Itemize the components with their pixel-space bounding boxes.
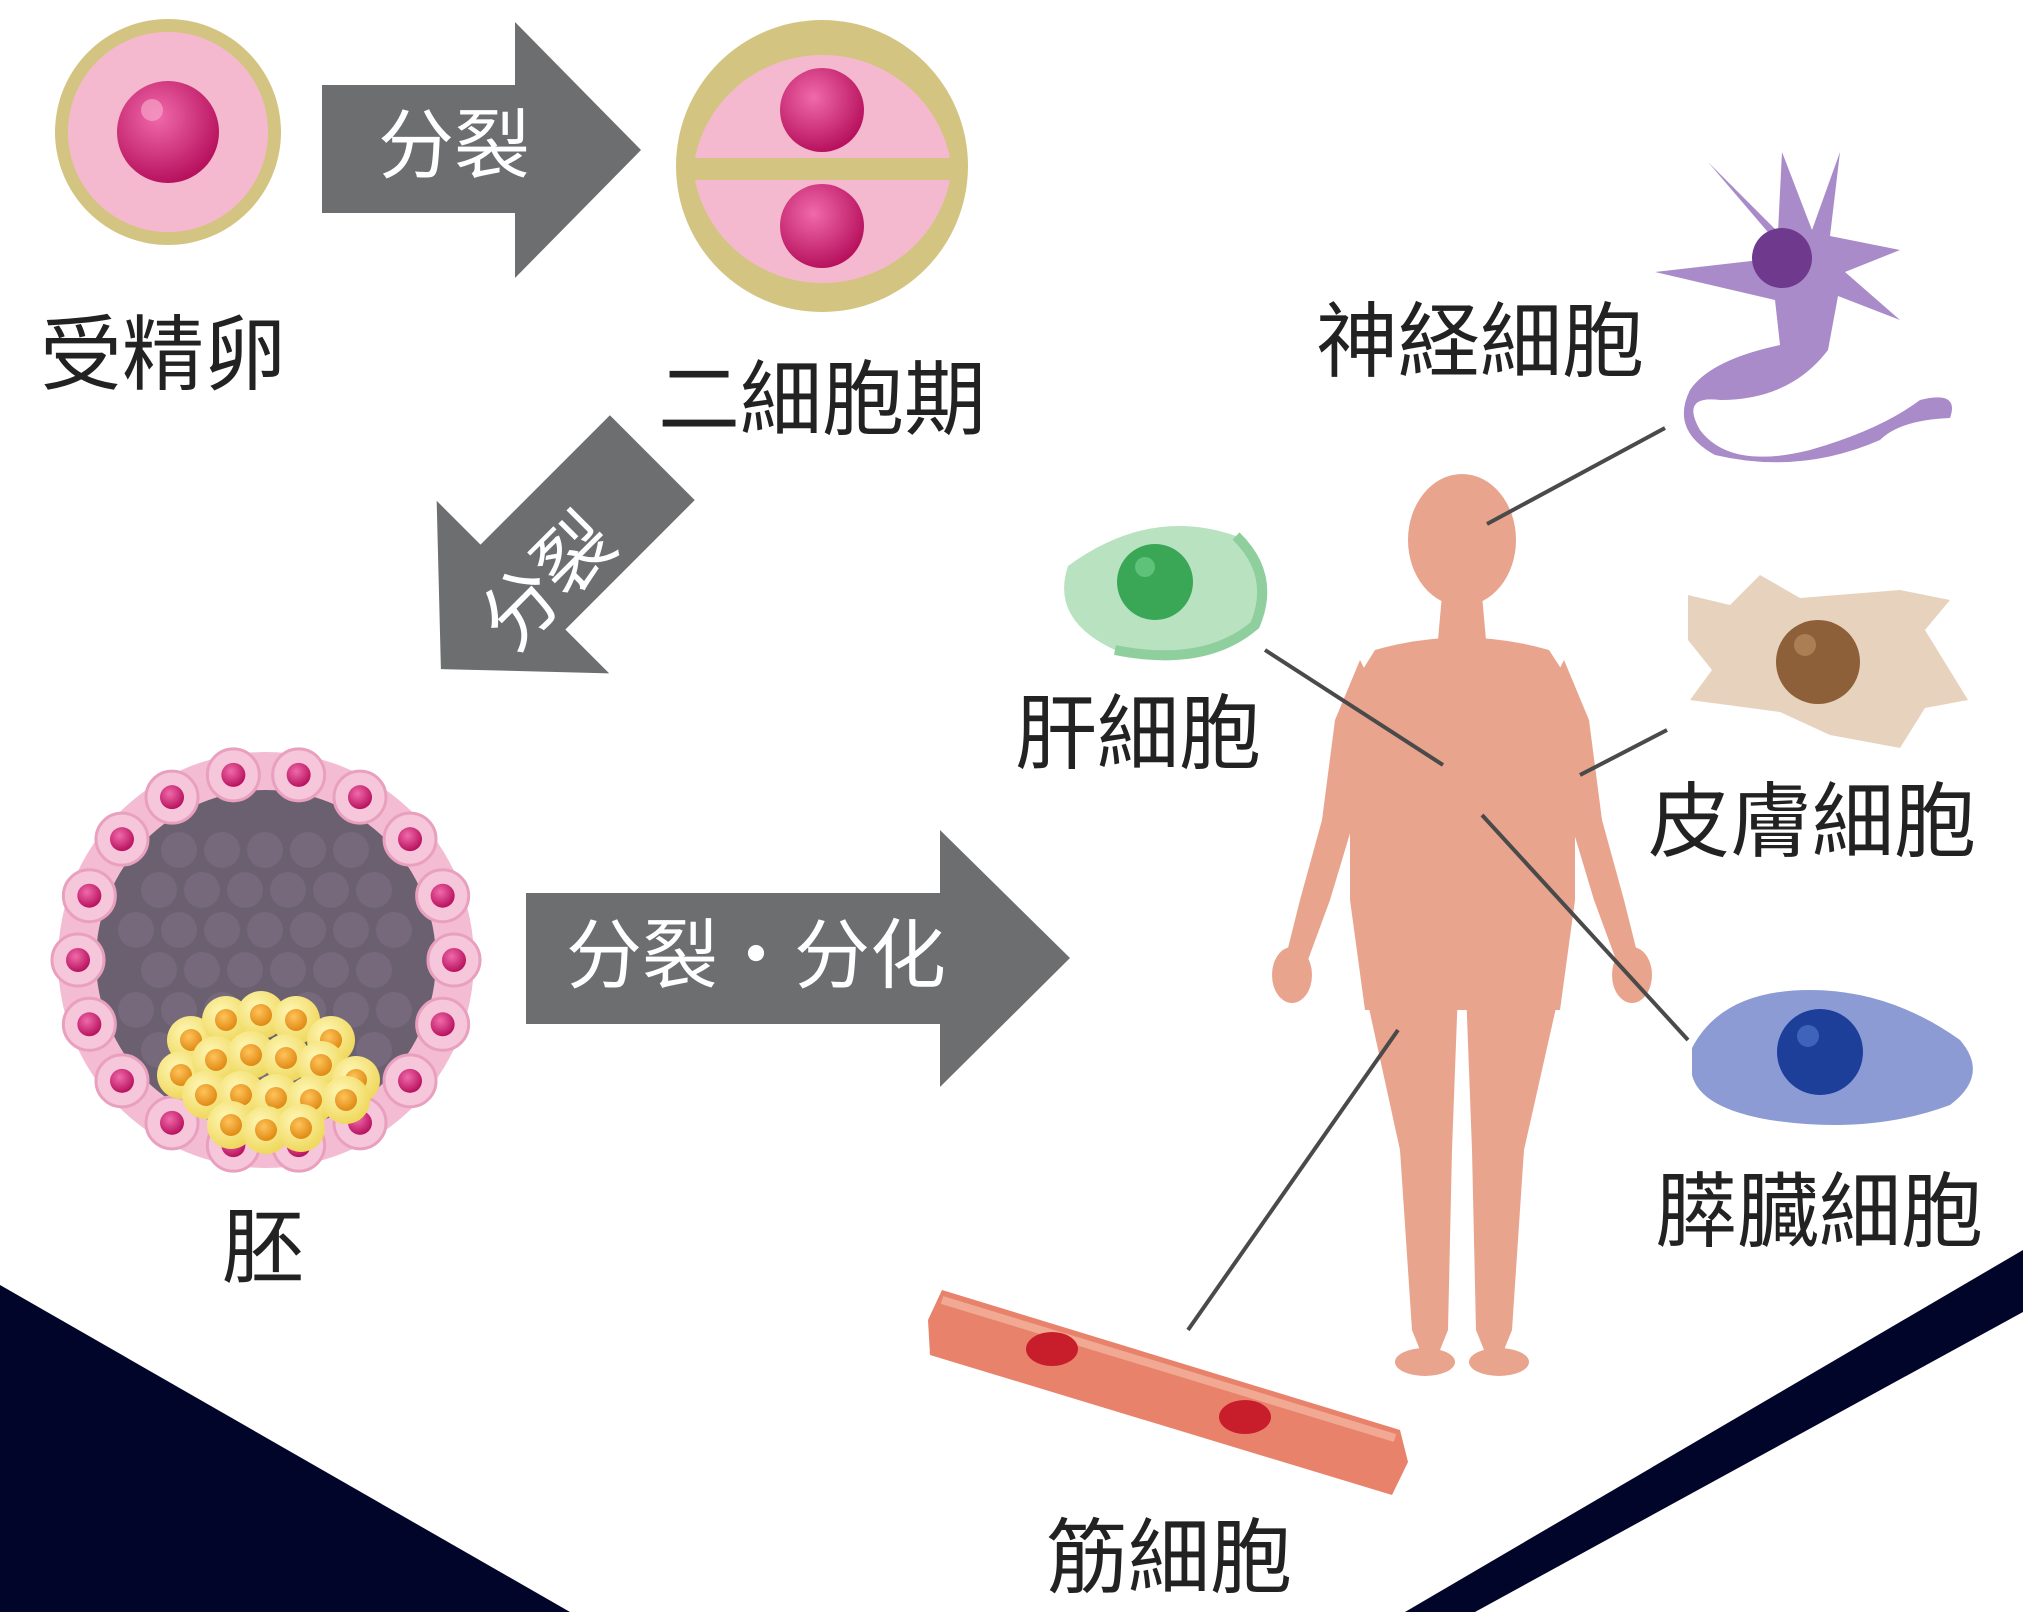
- blastocoel-texture: [161, 912, 197, 948]
- trophoblast-nucleus: [77, 884, 101, 908]
- muscle-cell-label: 筋細胞: [1046, 1518, 1292, 1600]
- blastocoel-texture: [376, 992, 412, 1028]
- blastocoel-texture: [376, 912, 412, 948]
- nerve-cell: [1655, 152, 1952, 462]
- inner-cell-mass-nucleus: [335, 1089, 357, 1111]
- trophoblast-nucleus: [431, 884, 455, 908]
- blastocoel-texture: [204, 912, 240, 948]
- inner-cell-mass-nucleus: [265, 1087, 287, 1109]
- blastocoel-texture: [247, 832, 283, 868]
- trophoblast-nucleus: [77, 1012, 101, 1036]
- inner-cell-mass-nucleus: [310, 1054, 332, 1076]
- inner-cell-mass-nucleus: [285, 1009, 307, 1031]
- blastocoel-texture: [141, 872, 177, 908]
- trophoblast-nucleus: [398, 827, 422, 851]
- nerve-cell-label: 神経細胞: [1316, 302, 1644, 384]
- blastocoel-texture: [184, 872, 220, 908]
- inner-cell-mass-nucleus: [205, 1049, 227, 1071]
- blastocoel-texture: [333, 832, 369, 868]
- human-body-silhouette: [1272, 474, 1652, 1376]
- division-label-1: 分裂: [378, 108, 530, 184]
- blastocoel-texture: [270, 952, 306, 988]
- embryo-label: 胚: [222, 1208, 304, 1290]
- blastocoel-texture: [141, 952, 177, 988]
- inner-cell-mass-nucleus: [255, 1119, 277, 1141]
- blastocoel-texture: [356, 952, 392, 988]
- blastocoel-texture: [204, 832, 240, 868]
- trophoblast-nucleus: [221, 763, 245, 787]
- blastocoel-texture: [118, 912, 154, 948]
- trophoblast-nucleus: [442, 948, 466, 972]
- trophoblast-nucleus: [110, 827, 134, 851]
- zygote-cell: [55, 19, 281, 245]
- trophoblast-nucleus: [287, 763, 311, 787]
- trophoblast-nucleus: [431, 1012, 455, 1036]
- inner-cell-mass-nucleus: [250, 1004, 272, 1026]
- two-cell-stage-label: 二細胞期: [658, 360, 986, 442]
- liver-cell: [1064, 526, 1262, 655]
- trophoblast-nucleus: [66, 948, 90, 972]
- inner-cell-mass-nucleus: [215, 1009, 237, 1031]
- skin-cell: [1688, 575, 1968, 748]
- blastocoel-texture: [247, 912, 283, 948]
- pancreas-cell-label: 膵臓細胞: [1655, 1172, 1983, 1254]
- blastocoel-texture: [227, 952, 263, 988]
- liver-cell-label: 肝細胞: [1015, 694, 1261, 776]
- blastocoel-texture: [290, 912, 326, 948]
- corner-shape-left: [0, 1285, 570, 1612]
- two-cell-embryo: [676, 20, 968, 312]
- blastocoel-texture: [313, 952, 349, 988]
- inner-cell-mass-nucleus: [195, 1084, 217, 1106]
- blastocoel-texture: [290, 832, 326, 868]
- inner-cell-mass-nucleus: [290, 1117, 312, 1139]
- blastocoel-texture: [227, 872, 263, 908]
- muscle-cell: [928, 1290, 1408, 1495]
- inner-cell-mass-nucleus: [220, 1114, 242, 1136]
- blastocoel-texture: [313, 872, 349, 908]
- trophoblast-nucleus: [160, 785, 184, 809]
- blastocoel-texture: [118, 992, 154, 1028]
- inner-cell-mass-nucleus: [240, 1044, 262, 1066]
- blastocoel-texture: [356, 872, 392, 908]
- blastocoel-texture: [333, 912, 369, 948]
- division-differentiation-label: 分裂・分化: [566, 918, 946, 994]
- inner-cell-mass-nucleus: [275, 1047, 297, 1069]
- skin-cell-label: 皮膚細胞: [1648, 782, 1976, 864]
- blastocoel-texture: [270, 872, 306, 908]
- trophoblast-nucleus: [348, 785, 372, 809]
- pancreas-cell: [1692, 990, 1973, 1125]
- trophoblast-nucleus: [110, 1069, 134, 1093]
- trophoblast-nucleus: [398, 1069, 422, 1093]
- embryo-blastocyst: [52, 749, 480, 1171]
- zygote-label: 受精卵: [40, 315, 286, 397]
- trophoblast-nucleus: [160, 1111, 184, 1135]
- blastocoel-texture: [161, 832, 197, 868]
- blastocoel-texture: [184, 952, 220, 988]
